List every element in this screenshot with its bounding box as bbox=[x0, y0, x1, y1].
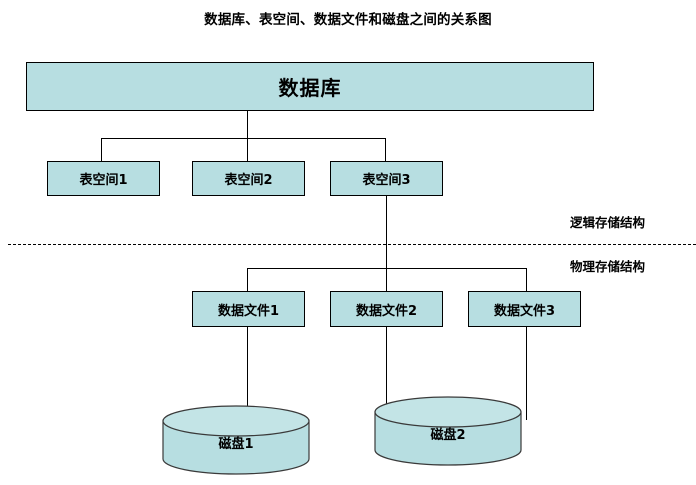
node-tablespace-1[interactable]: 表空间1 bbox=[47, 161, 160, 196]
node-tablespace-1-label: 表空间1 bbox=[79, 173, 128, 188]
node-disk-1-label: 磁盘1 bbox=[218, 437, 254, 452]
node-datafile-2-label: 数据文件2 bbox=[355, 303, 418, 319]
node-database-label: 数据库 bbox=[278, 76, 342, 100]
node-disk-2-label: 磁盘2 bbox=[430, 428, 466, 443]
connector-tablespace-bus bbox=[101, 138, 385, 139]
connector-drop-tablespace-2 bbox=[247, 138, 248, 161]
node-datafile-3-label: 数据文件3 bbox=[493, 303, 556, 319]
divider-logical-physical bbox=[8, 244, 696, 245]
node-disk-2[interactable]: 磁盘2 bbox=[373, 396, 523, 468]
connector-drop-datafile-2 bbox=[386, 268, 387, 291]
connector-database-trunk bbox=[247, 111, 248, 139]
connector-drop-tablespace-1 bbox=[101, 138, 102, 161]
connector-tablespace3-trunk bbox=[386, 196, 387, 268]
node-datafile-1-label: 数据文件1 bbox=[217, 303, 280, 319]
node-disk-1[interactable]: 磁盘1 bbox=[161, 405, 311, 477]
node-database[interactable]: 数据库 bbox=[26, 62, 594, 111]
node-datafile-1[interactable]: 数据文件1 bbox=[192, 291, 305, 327]
node-tablespace-3[interactable]: 表空间3 bbox=[330, 161, 443, 196]
connector-drop-datafile-3 bbox=[526, 268, 527, 291]
node-datafile-2[interactable]: 数据文件2 bbox=[330, 291, 443, 327]
node-tablespace-3-label: 表空间3 bbox=[362, 173, 411, 188]
connector-datafile2-to-disk2 bbox=[386, 327, 387, 420]
disk-cylinder-shape bbox=[374, 396, 522, 466]
connector-drop-datafile-1 bbox=[247, 268, 248, 291]
node-tablespace-2-label: 表空间2 bbox=[224, 173, 273, 188]
node-tablespace-2[interactable]: 表空间2 bbox=[192, 161, 305, 196]
connector-datafile1-to-disk1 bbox=[247, 327, 248, 425]
disk-cylinder-shape bbox=[162, 405, 310, 475]
connector-datafile3-to-disk2 bbox=[526, 327, 527, 420]
page-title: 数据库、表空间、数据文件和磁盘之间的关系图 bbox=[204, 12, 492, 28]
label-logical-storage: 逻辑存储结构 bbox=[570, 215, 646, 230]
label-physical-storage: 物理存储结构 bbox=[570, 259, 646, 274]
node-datafile-3[interactable]: 数据文件3 bbox=[468, 291, 581, 327]
connector-drop-tablespace-3 bbox=[385, 138, 386, 161]
connector-datafile-bus bbox=[247, 268, 527, 269]
